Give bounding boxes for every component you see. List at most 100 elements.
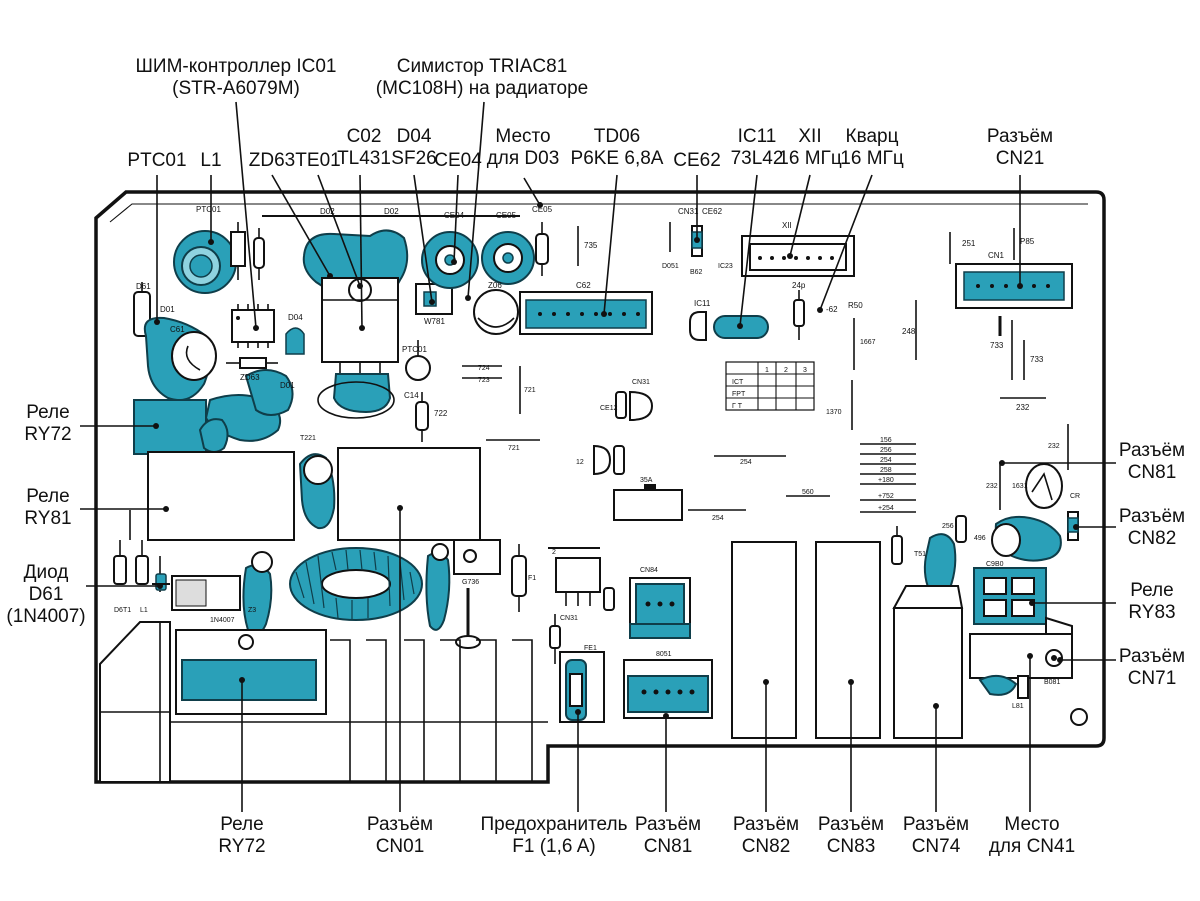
table-row-1: ICT: [732, 379, 744, 386]
silk-1370: 1370: [826, 409, 842, 416]
silk-r50: R50: [848, 301, 863, 310]
connector-cn81-bottom: [623, 659, 713, 719]
label-pwm-controller: ШИМ-контроллер IC01(STR-A6079M): [135, 56, 337, 99]
connector-td06: [519, 291, 653, 335]
relay-cn83-block: [815, 541, 881, 739]
relay-cn01-block: [337, 447, 481, 541]
silk-z3: Z3: [248, 607, 256, 614]
silk-cn31c: CN31: [560, 615, 578, 622]
silk-c62: C62: [576, 281, 591, 290]
mount-hole: [1070, 708, 1088, 726]
table-row-2: FPT: [732, 391, 746, 398]
silk-g736: G736: [462, 579, 479, 586]
label-te01: TE01: [295, 150, 341, 171]
silk-733a: 733: [990, 341, 1004, 350]
silk-1631: 1631: [1012, 483, 1028, 490]
relay-cn74-block: [893, 607, 963, 739]
silk-b081: B081: [1044, 679, 1060, 686]
silk-254a: 254: [740, 459, 752, 466]
silk-560: 560: [802, 489, 814, 496]
silk-ic11: IC11: [694, 299, 711, 308]
silk-t221: T221: [300, 435, 316, 442]
silk-24p: 24p: [792, 281, 806, 290]
silk-721b: 721: [508, 445, 520, 452]
silk-cn1: CN1: [988, 251, 1005, 260]
silk-735: 735: [584, 241, 598, 250]
silk-156: 156: [880, 437, 892, 444]
silk-258: 258: [880, 467, 892, 474]
silk-c14: C14: [404, 391, 419, 400]
silk-xii: XII: [782, 221, 792, 230]
silk-ptc01b: PTC01: [402, 345, 427, 354]
silk-w781: W781: [424, 317, 445, 326]
silk-251: 251: [962, 239, 976, 248]
silk-d01b: D01: [280, 381, 295, 390]
silk-d04: D04: [288, 313, 303, 322]
silk-180: +180: [878, 477, 894, 484]
table-header-3: 3: [803, 367, 807, 374]
silk-t51: T51: [914, 551, 926, 558]
silk-12: 12: [576, 459, 584, 466]
capacitor-ce05: [481, 231, 535, 285]
silk-zd63: ZD63: [240, 373, 260, 382]
connector-xii: [741, 235, 855, 277]
silk-fe1: FE1: [584, 645, 597, 652]
silk-cn31b: CN31: [632, 379, 650, 386]
label-triac: Симистор TRIAC81(MC108H) на радиаторе: [375, 56, 589, 99]
silk-256b: 256: [942, 523, 954, 530]
silk-d61: D61: [136, 282, 151, 291]
silk-724: 724: [478, 365, 490, 372]
callout-lines: [80, 101, 1116, 812]
silk-r722: 722: [434, 409, 448, 418]
silk-254b: 254: [880, 457, 892, 464]
silk-ic23: IC23: [718, 263, 733, 270]
silk-r2: 2: [552, 549, 556, 556]
silk-1667: 1667: [860, 339, 876, 346]
silk-ptc01: PTC01: [196, 205, 221, 214]
silk-cn84: CN84: [640, 567, 658, 574]
transistor-legs-blob: [332, 373, 392, 414]
silk-232a: 232: [1016, 403, 1030, 412]
silk-p85: P85: [1020, 237, 1035, 246]
silk-c61: C61: [170, 325, 185, 334]
silk-8051: 8051: [656, 651, 672, 658]
connector-cn21: [955, 263, 1073, 309]
toroid-inductor: [289, 547, 423, 621]
silk-f1: F1: [528, 575, 536, 582]
silk-232b: 232: [1048, 443, 1060, 450]
ic01-chip: [231, 304, 275, 348]
silk-ce05b: CE05: [532, 205, 553, 214]
silk-1n4007: 1N4007: [210, 617, 235, 624]
silk-733b: 733: [1030, 355, 1044, 364]
silk-d01: D01: [160, 305, 175, 314]
silk-35a: 35A: [640, 477, 653, 484]
silk-d02: D02: [384, 207, 399, 216]
label-ptc01: PTC01: [127, 150, 187, 171]
wire-blob-3: [244, 369, 294, 416]
relay-ry72-top: [133, 399, 207, 455]
silk-ce04: CE04: [444, 211, 465, 220]
silk-l81: L81: [1012, 703, 1024, 710]
connector-cn84: [629, 577, 691, 639]
component-35a: [613, 489, 683, 521]
silk-d6t1: D6T1: [114, 607, 131, 614]
silk-z06: Z06: [488, 281, 502, 290]
silk-721a: 721: [524, 387, 536, 394]
table-header-2: 2: [784, 367, 788, 374]
silk-ce12: CE12: [600, 405, 618, 412]
silk-d02a: D02: [320, 207, 335, 216]
